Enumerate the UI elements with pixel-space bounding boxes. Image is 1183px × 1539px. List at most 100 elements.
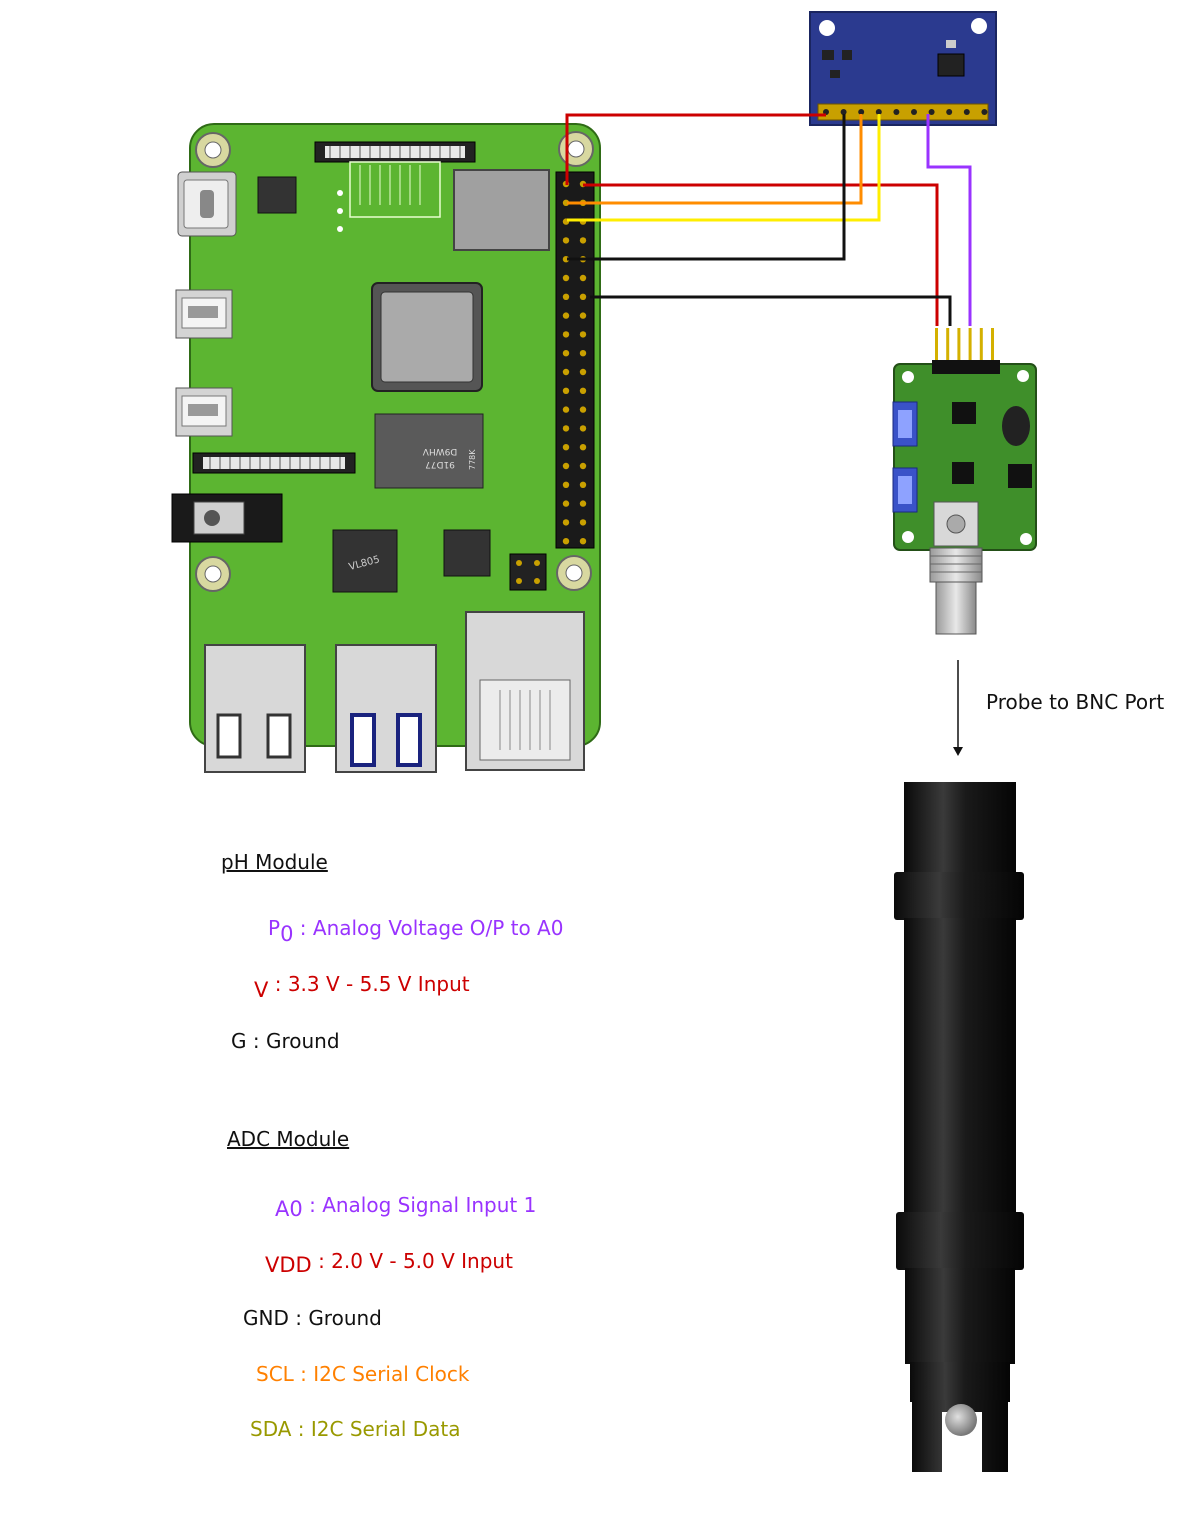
adc-a0-pin: A0 xyxy=(275,1197,303,1221)
ph-opamp-chip xyxy=(952,402,976,424)
gpio-pin xyxy=(563,312,569,318)
probe-arrow xyxy=(953,660,963,756)
ph-pin xyxy=(957,328,960,362)
gpio-pin xyxy=(563,425,569,431)
soc-chip xyxy=(372,283,482,391)
gpio-pin xyxy=(563,500,569,506)
gpio-pin xyxy=(580,538,586,544)
ph-pin xyxy=(935,328,938,362)
ph-g-label: G : Ground xyxy=(231,1029,340,1053)
gpio-pin xyxy=(580,519,586,525)
ethernet-port xyxy=(466,612,584,770)
ph-v-pin: V xyxy=(254,978,268,1002)
gpio-pin xyxy=(563,331,569,337)
wire-analog xyxy=(928,114,970,326)
mounting-hole xyxy=(196,557,230,591)
adc-gnd-label: GND : Ground xyxy=(243,1306,382,1330)
ph-v-label: V : 3.3 V - 5.5 V Input xyxy=(254,972,470,996)
mounting-hole xyxy=(559,132,593,166)
adc-scl-label: SCL : I2C Serial Clock xyxy=(256,1362,470,1386)
ram-chip: D9WHV 91D77 778K xyxy=(375,414,483,488)
gpio-pin xyxy=(580,500,586,506)
wire-vdd-adc xyxy=(567,115,826,185)
adc-module xyxy=(810,12,996,125)
power-chip xyxy=(258,177,296,213)
mounting-hole xyxy=(196,133,230,167)
gpio-pin xyxy=(563,369,569,375)
ph-pin-header xyxy=(932,360,1000,374)
raspberry-pi-board: D9WHV 91D77 778K VL805 xyxy=(172,124,600,772)
wires xyxy=(567,114,970,326)
wire-vcc-ph xyxy=(583,185,937,326)
ph-probe xyxy=(894,782,1024,1472)
adc-pin xyxy=(981,109,987,115)
gpio-header xyxy=(556,172,594,548)
ethernet-chip xyxy=(444,530,490,576)
gpio-pin xyxy=(563,463,569,469)
ph-pin xyxy=(980,328,983,362)
adc-pin xyxy=(946,109,952,115)
gpio-pin xyxy=(563,237,569,243)
gpio-pin xyxy=(563,406,569,412)
display-connector xyxy=(193,453,355,473)
usb2-port xyxy=(205,645,305,772)
ph-module-heading: pH Module xyxy=(221,850,328,874)
gpio-pin xyxy=(580,237,586,243)
ph-p0-label: P0 : Analog Voltage O/P to A0 xyxy=(268,916,563,940)
adc-pin xyxy=(911,109,917,115)
gpio-pin xyxy=(580,463,586,469)
gpio-pin xyxy=(580,425,586,431)
micro-hdmi-port xyxy=(176,388,232,436)
usb-controller-chip: VL805 xyxy=(333,530,397,592)
wifi-module xyxy=(454,170,549,250)
wire-gnd-ph xyxy=(590,297,950,326)
ram-marking-2: 91D77 xyxy=(425,459,455,469)
gpio-pin xyxy=(563,275,569,281)
gpio-pin xyxy=(580,331,586,337)
gpio-pin xyxy=(580,275,586,281)
gpio-pin xyxy=(580,444,586,450)
gpio-pin xyxy=(563,294,569,300)
ph-pin xyxy=(946,328,949,362)
gpio-pin xyxy=(563,482,569,488)
adc-chip xyxy=(938,54,964,76)
adc-pin xyxy=(893,109,899,115)
bnc-port xyxy=(930,502,982,634)
usb-c-port xyxy=(178,172,236,236)
wire-scl xyxy=(567,114,861,203)
mounting-hole xyxy=(557,556,591,590)
gpio-pin xyxy=(580,312,586,318)
gpio-pin xyxy=(580,369,586,375)
arrow-label: Probe to BNC Port xyxy=(986,690,1164,714)
gpio-pin xyxy=(580,294,586,300)
ph-v-desc: : 3.3 V - 5.5 V Input xyxy=(268,972,469,996)
adc-sda-label: SDA : I2C Serial Data xyxy=(250,1417,461,1441)
adc-a0-desc: : Analog Signal Input 1 xyxy=(303,1193,537,1217)
adc-vdd-pin: VDD xyxy=(265,1253,312,1277)
probe-bulb xyxy=(945,1404,977,1436)
potentiometer xyxy=(1002,406,1030,446)
gpio-pin xyxy=(580,406,586,412)
gpio-pin xyxy=(563,519,569,525)
ph-p0-desc: : Analog Voltage O/P to A0 xyxy=(293,916,563,940)
ph-p0-sub: 0 xyxy=(280,922,293,946)
usb3-port xyxy=(336,645,436,772)
ram-side-marking: 778K xyxy=(468,449,477,470)
adc-vdd-label: VDD : 2.0 V - 5.0 V Input xyxy=(265,1249,513,1273)
adc-vdd-desc: : 2.0 V - 5.0 V Input xyxy=(312,1249,513,1273)
adc-pin xyxy=(964,109,970,115)
gpio-pin xyxy=(580,482,586,488)
poe-header xyxy=(510,554,546,590)
gpio-pin xyxy=(563,538,569,544)
adc-a0-label: A0 : Analog Signal Input 1 xyxy=(275,1193,536,1217)
ph-module xyxy=(893,326,1036,634)
ph-pin xyxy=(969,328,972,362)
ph-pin xyxy=(991,328,994,362)
ph-p0-pin: P xyxy=(268,916,280,940)
gpio-pin xyxy=(563,444,569,450)
ph-regulator-chip xyxy=(952,462,974,484)
adc-module-heading: ADC Module xyxy=(227,1127,349,1151)
audio-jack xyxy=(172,494,282,542)
gpio-pin xyxy=(563,388,569,394)
